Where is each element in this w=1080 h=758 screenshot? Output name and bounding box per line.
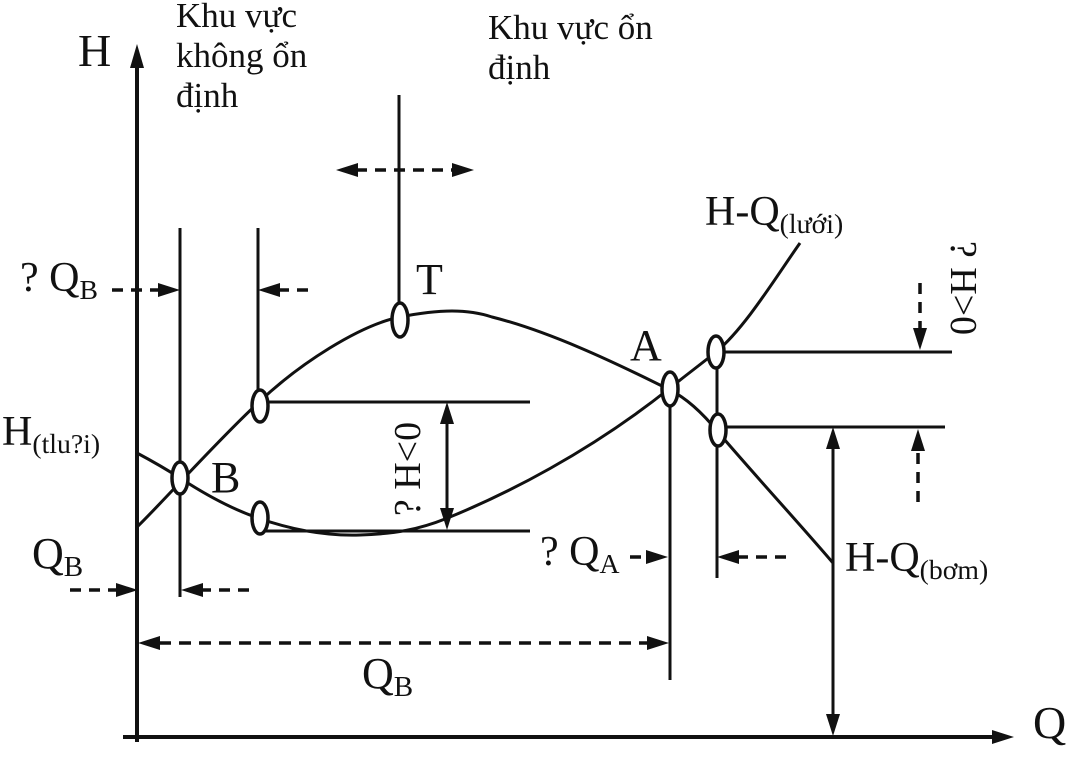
qb-span-label: QB (362, 648, 413, 704)
delta-qb-label: ? QB (20, 254, 98, 306)
point-marker-a (660, 370, 680, 408)
dim-qb-span-arrow-right (647, 636, 669, 650)
grid-curve-label-sub: (lưới) (779, 207, 844, 239)
y-axis-arrowhead (130, 44, 144, 68)
delta-qb-label-base: ? Q (20, 255, 80, 301)
dim-qb-small-arrow-left (181, 583, 203, 597)
qb-axis-label-base: Q (32, 529, 64, 578)
qb-axis-label-sub: B (63, 551, 84, 584)
point-marker-pump-right (708, 412, 728, 448)
delta-h-negative-text: ? H<0 (387, 421, 429, 517)
dim-delta-h-neg-arrow-up (440, 402, 454, 424)
dim-delta-qa-arrow-left (717, 550, 739, 564)
delta-qb-label-sub: B (79, 273, 98, 305)
delta-qa-label: ? QA (540, 528, 620, 580)
h-start-label: H(tlu?i) (2, 408, 100, 460)
dim-head-right-arrow-down (826, 714, 840, 736)
grid-curve-label: H-Q(lưới) (705, 188, 843, 240)
x-axis-arrowhead (992, 730, 1014, 744)
dim-delta-h-pos-arrow-down (913, 328, 927, 350)
grid-curve-label-base: H-Q (705, 189, 780, 235)
h-start-label-base: H (2, 409, 33, 455)
dim-t-arrow-right (452, 163, 474, 177)
delta-qa-label-sub: A (599, 547, 620, 579)
dim-t-arrow-left (336, 163, 358, 177)
y-axis-label: H (78, 25, 112, 76)
dim-delta-qa-arrow-right (646, 550, 668, 564)
dim-qb-small-arrow-right (116, 583, 138, 597)
delta-h-negative-label: ? H<0 (386, 384, 430, 554)
delta-h-positive-label: ? H>0 (940, 218, 986, 358)
qb-span-label-base: Q (362, 649, 394, 698)
region-stable-label: Khu vực ổn định (488, 8, 653, 87)
qb-span-label-sub: B (393, 671, 414, 704)
dim-delta-h-pos-arrow-up (911, 429, 925, 451)
dim-delta-qb-arrow-left (258, 283, 280, 297)
dim-delta-qb-arrow-right (158, 283, 180, 297)
x-axis-label: Q (1033, 697, 1067, 748)
pump-curve-label: H-Q(bơm) (845, 534, 988, 586)
point-marker-pump-left (250, 388, 270, 424)
dim-delta-h-neg-arrow-down (440, 508, 454, 530)
delta-qa-label-base: ? Q (540, 529, 600, 575)
pump-curve-label-sub: (bơm) (919, 553, 989, 585)
delta-h-positive-text: ? H>0 (942, 240, 984, 336)
h-start-label-sub: (tlu?i) (32, 427, 101, 459)
point-marker-grid-right (706, 334, 726, 370)
region-unstable-label: Khu vực không ổn định (176, 0, 308, 115)
dim-qb-span-arrow-left (138, 636, 160, 650)
pump-curve-label-base: H-Q (845, 535, 920, 581)
point-marker-grid-left (250, 500, 270, 536)
qb-axis-label: QB (32, 528, 83, 584)
point-label-t: T (416, 255, 443, 304)
point-marker-b (170, 460, 190, 496)
point-label-b: B (211, 453, 241, 502)
pump-curve (135, 309, 835, 564)
dim-head-right-arrow-up (826, 427, 840, 449)
point-label-a: A (630, 321, 662, 370)
point-marker-t (390, 301, 410, 339)
